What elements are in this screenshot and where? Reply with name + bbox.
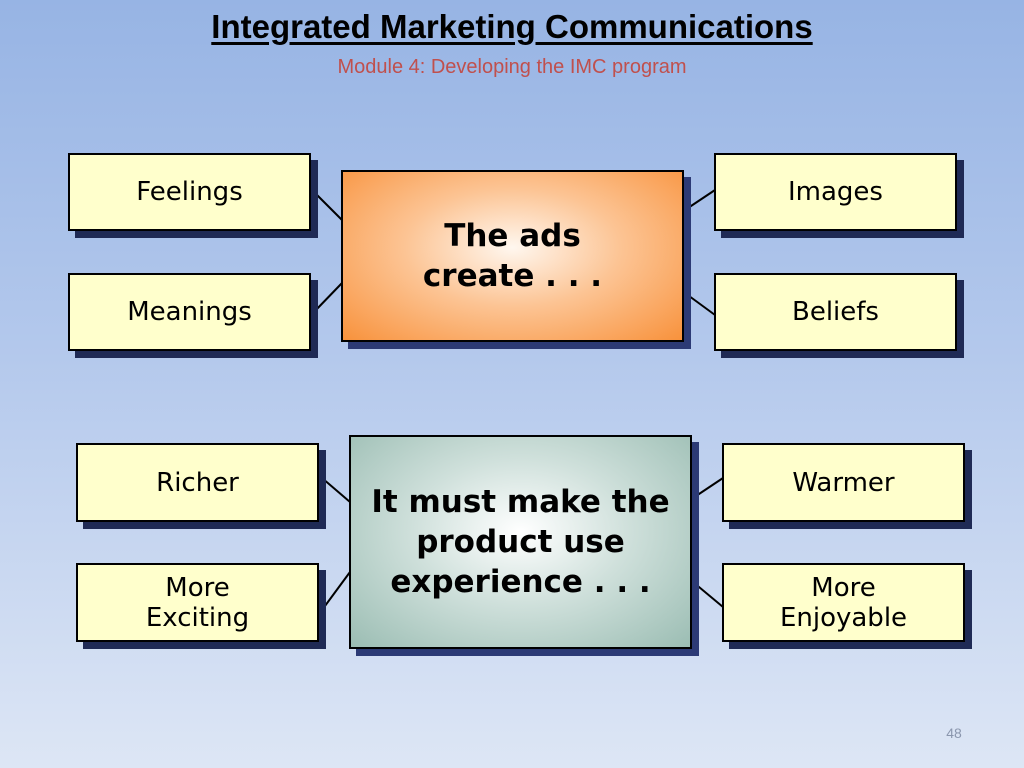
box-more-exciting-label: More Exciting	[145, 572, 250, 633]
box-beliefs: Beliefs	[714, 273, 957, 351]
center-box-ads-create: The ads create . . .	[341, 170, 684, 342]
box-meanings-label: Meanings	[127, 297, 252, 327]
connector-feelings	[313, 191, 343, 221]
box-images: Images	[714, 153, 957, 231]
box-more-enjoyable-label: More Enjoyable	[779, 572, 908, 633]
box-warmer-label: Warmer	[792, 467, 895, 498]
connector-meanings	[313, 282, 343, 313]
connector-more-exciting	[321, 571, 351, 611]
slide-title: Integrated Marketing Communications	[211, 8, 813, 45]
box-richer: Richer	[76, 443, 319, 522]
box-beliefs-label: Beliefs	[792, 297, 879, 327]
connector-more-enjoyable	[692, 581, 724, 608]
box-feelings: Feelings	[68, 153, 311, 231]
box-warmer: Warmer	[722, 443, 965, 522]
center-box-product-use: It must make the product use experience …	[349, 435, 692, 649]
center-box-product-use-label: It must make the product use experience …	[371, 484, 670, 600]
connector-warmer	[692, 477, 724, 499]
box-images-label: Images	[788, 177, 883, 207]
connector-richer	[321, 477, 351, 503]
box-meanings: Meanings	[68, 273, 311, 351]
box-more-exciting: More Exciting	[76, 563, 319, 642]
box-richer-label: Richer	[156, 467, 239, 498]
center-box-ads-create-label: The ads create . . .	[422, 218, 603, 294]
connector-images	[684, 189, 716, 211]
box-more-enjoyable: More Enjoyable	[722, 563, 965, 642]
slide-subtitle: Module 4: Developing the IMC program	[337, 56, 687, 78]
box-feelings-label: Feelings	[136, 177, 243, 207]
page-number: 48	[946, 725, 962, 741]
connector-beliefs	[684, 292, 716, 316]
